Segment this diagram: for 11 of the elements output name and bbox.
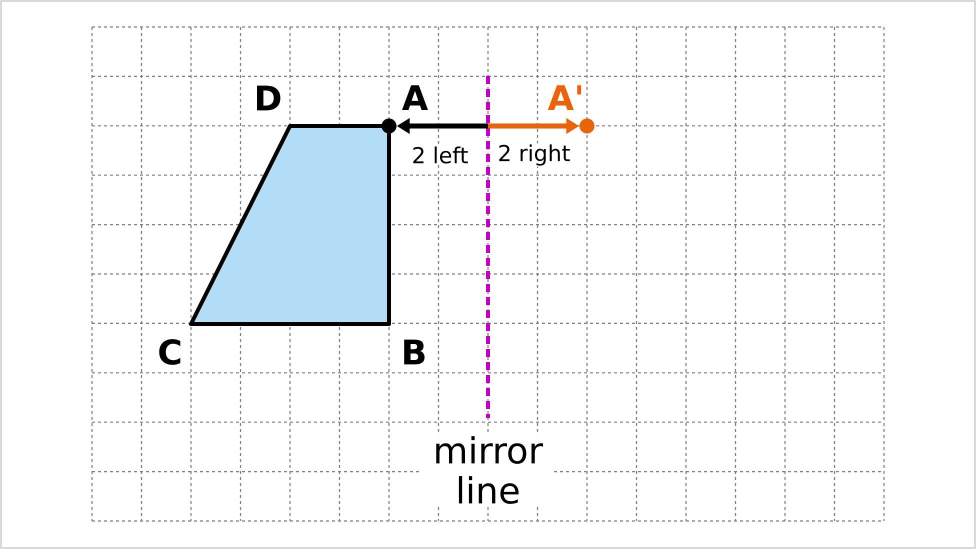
edge-label: 2 right <box>499 144 570 166</box>
point <box>382 118 396 134</box>
edge-label: 2 left <box>413 146 468 164</box>
vertex-label: C <box>159 339 180 365</box>
vertex-label: B <box>404 340 425 364</box>
mirror-line-label: mirror line <box>422 435 554 505</box>
trapezium <box>189 124 391 326</box>
point-label: A' <box>548 85 582 110</box>
point <box>580 118 594 134</box>
point-label: A <box>402 85 428 110</box>
vertex-label: D <box>257 86 280 110</box>
